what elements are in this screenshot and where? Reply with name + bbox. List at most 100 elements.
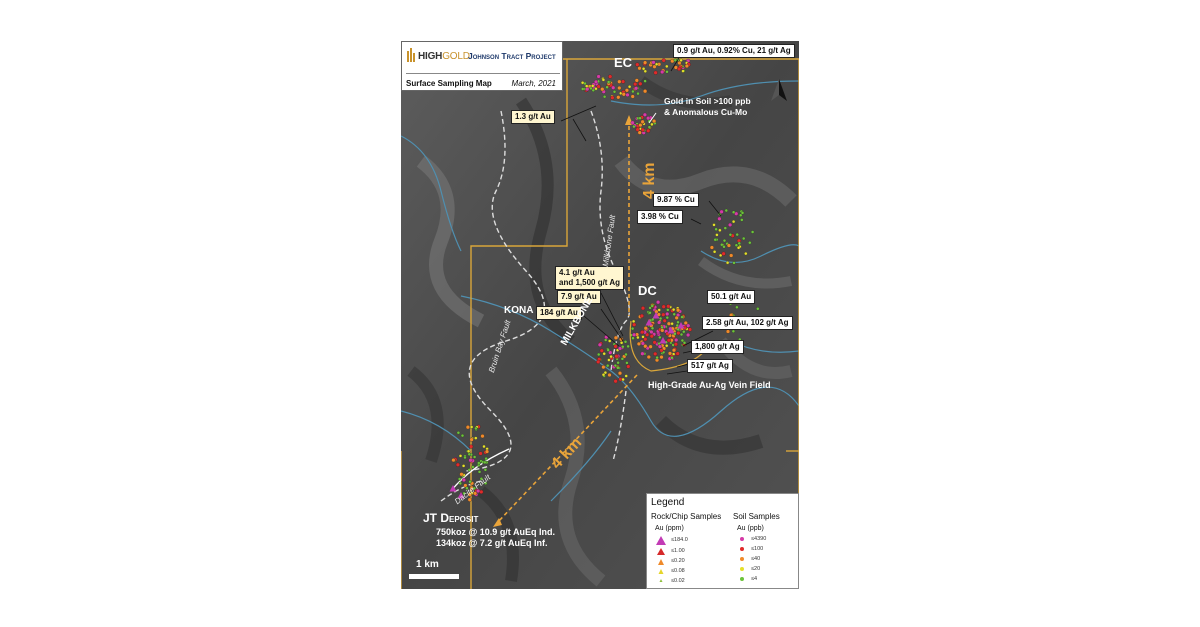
sample-point — [479, 477, 484, 481]
map-legend: Legend Rock/Chip Samples Soil Samples Au… — [646, 493, 799, 589]
sample-point — [606, 80, 611, 84]
sample-point — [608, 339, 612, 343]
sample-point — [712, 223, 716, 227]
sample-point — [676, 331, 681, 336]
sample-point — [658, 335, 662, 340]
sample-point — [606, 363, 610, 368]
sample-point — [650, 326, 655, 330]
sample-point — [596, 74, 601, 79]
sample-point — [657, 344, 662, 349]
sample-point — [458, 481, 462, 486]
sample-point — [671, 307, 676, 312]
map-canvas — [401, 41, 799, 589]
sample-point — [726, 243, 731, 248]
sample-point — [640, 119, 645, 124]
sample-point — [676, 308, 681, 313]
sample-point — [652, 119, 657, 124]
sample-point — [467, 492, 472, 497]
sample-point — [451, 458, 456, 463]
label-kona: KONA — [504, 305, 534, 316]
sample-point — [640, 341, 645, 346]
rock-sample-point — [645, 319, 653, 326]
legend-rock-unit: Au (ppm) — [655, 525, 684, 532]
sample-point — [631, 89, 635, 94]
sample-point — [660, 69, 665, 75]
sample-point — [471, 465, 475, 469]
dacite-fault-line — [450, 448, 510, 492]
sample-point — [468, 480, 472, 484]
sample-point — [474, 436, 478, 440]
sample-point — [617, 85, 622, 91]
sample-point — [717, 216, 722, 221]
sample-point — [679, 332, 684, 337]
sample-point — [630, 120, 635, 125]
sample-point — [659, 355, 664, 360]
sample-point — [723, 226, 727, 230]
legend-soil-symbol-2 — [740, 547, 744, 551]
sample-point — [670, 356, 674, 360]
legend-rock-symbol-1 — [656, 536, 666, 545]
sample-point — [646, 354, 651, 360]
sample-point — [611, 85, 616, 90]
sample-point — [461, 464, 466, 468]
legend-soil-item-2: ≤100 — [751, 546, 764, 552]
sample-point — [637, 66, 642, 71]
sample-point — [672, 312, 676, 316]
sample-point — [621, 377, 625, 382]
sample-point — [472, 455, 477, 459]
sample-point — [625, 361, 629, 365]
sample-point — [602, 352, 606, 356]
label-ec: EC — [614, 55, 633, 70]
sample-point — [477, 470, 482, 474]
legend-soil-symbol-3 — [740, 557, 744, 561]
rock-sample-point — [667, 327, 675, 334]
sample-point — [639, 313, 644, 318]
sample-point — [474, 426, 478, 431]
sample-point — [687, 327, 693, 332]
sample-point — [478, 451, 483, 456]
sample-point — [467, 468, 471, 472]
sample-point — [643, 344, 648, 349]
sample-point — [484, 449, 490, 454]
sample-point — [624, 88, 629, 93]
sample-point — [632, 332, 637, 337]
sample-point — [635, 62, 640, 67]
sample-point — [616, 361, 620, 365]
sample-point — [456, 431, 461, 435]
sample-point — [645, 332, 650, 337]
sample-point — [650, 304, 654, 308]
sample-point — [665, 315, 669, 320]
legend-rock-symbol-5 — [659, 579, 663, 582]
scale-bar — [409, 574, 459, 579]
sample-point — [649, 329, 654, 335]
sample-point — [650, 122, 654, 127]
sample-point — [466, 449, 471, 453]
sample-point — [682, 341, 687, 345]
title-divider — [406, 73, 560, 74]
sample-point — [652, 340, 657, 345]
sample-point — [591, 84, 595, 88]
sample-point — [632, 322, 637, 327]
sample-point — [468, 458, 473, 463]
legend-rock-symbol-3 — [658, 559, 664, 565]
sample-point — [724, 208, 728, 213]
sample-point — [643, 89, 648, 94]
sample-point — [718, 228, 722, 232]
sample-point — [682, 330, 686, 334]
highgold-logo-icon — [407, 48, 415, 62]
sample-point — [636, 335, 640, 340]
sample-point — [665, 64, 669, 69]
sample-point — [725, 261, 730, 265]
sample-point — [666, 338, 671, 343]
legend-soil-unit: Au (ppb) — [737, 525, 764, 532]
sample-point — [610, 95, 615, 100]
legend-soil-symbol-4 — [740, 567, 744, 571]
sample-point — [585, 84, 589, 88]
label-jt-deposit: JT Deposit — [423, 511, 479, 525]
sample-point — [580, 81, 585, 85]
sample-point — [657, 308, 661, 312]
legend-soil-item-3: ≤40 — [751, 556, 761, 562]
sample-point — [607, 372, 612, 378]
sample-point — [596, 359, 601, 364]
